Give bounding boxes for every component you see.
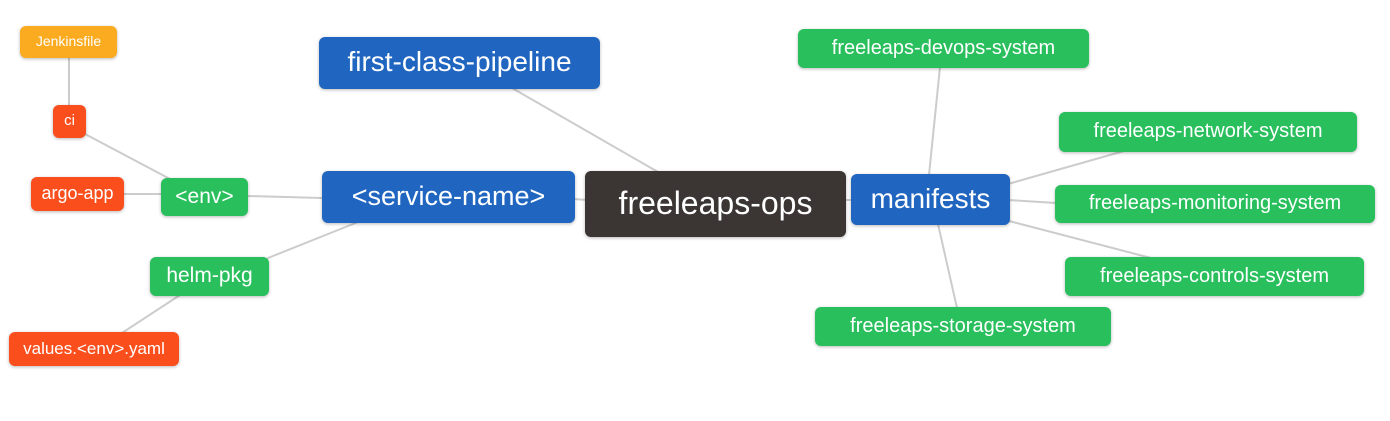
node-label: freeleaps-devops-system — [831, 36, 1056, 59]
edge-manifests-to-freeleaps-monitoring-system — [1007, 199, 1057, 204]
node-label: first-class-pipeline — [347, 46, 572, 77]
node-helm-pkg[interactable]: helm-pkg — [150, 257, 269, 296]
edge-manifests-to-freeleaps-controls-system — [1008, 220, 1152, 259]
node-label: Jenkinsfile — [35, 33, 102, 49]
edge-helm-pkg-to-values-env-yaml — [121, 294, 181, 334]
edge-manifests-to-freeleaps-storage-system — [937, 223, 958, 309]
edge-manifests-to-freeleaps-network-system — [1007, 150, 1125, 185]
node-label: freeleaps-storage-system — [850, 314, 1076, 337]
node-ci[interactable]: ci — [53, 105, 86, 138]
node-label: freeleaps-network-system — [1093, 120, 1323, 142]
node-service-name[interactable]: <service-name> — [322, 171, 575, 223]
node-label: freeleaps-ops — [618, 185, 813, 221]
edge-manifests-to-freeleaps-devops-system — [928, 66, 941, 176]
node-freeleaps-storage-system[interactable]: freeleaps-storage-system — [815, 307, 1111, 346]
node-argo-app[interactable]: argo-app — [31, 177, 124, 211]
node-label: freeleaps-monitoring-system — [1088, 192, 1342, 214]
node-label: manifests — [870, 182, 991, 214]
node-freeleaps-network-system[interactable]: freeleaps-network-system — [1059, 112, 1357, 152]
node-label: argo-app — [41, 183, 114, 203]
node-label: freeleaps-controls-system — [1100, 264, 1329, 287]
node-values-env-yaml[interactable]: values.<env>.yaml — [9, 332, 179, 366]
node-env[interactable]: <env> — [161, 178, 248, 216]
node-label: helm-pkg — [166, 264, 253, 287]
node-label: <env> — [175, 184, 234, 208]
node-freeleaps-devops-system[interactable]: freeleaps-devops-system — [798, 29, 1089, 68]
node-freeleaps-controls-system[interactable]: freeleaps-controls-system — [1065, 257, 1364, 296]
node-label: <service-name> — [351, 180, 546, 211]
node-label: values.<env>.yaml — [23, 338, 165, 358]
edge-service-name-to-helm-pkg — [267, 221, 359, 259]
node-label: ci — [64, 112, 75, 129]
node-jenkinsfile[interactable]: Jenkinsfile — [20, 26, 117, 58]
node-first-class-pipeline[interactable]: first-class-pipeline — [319, 37, 600, 89]
edge-first-class-pipeline-to-freeleaps-ops — [511, 87, 659, 173]
node-manifests[interactable]: manifests — [851, 174, 1010, 225]
node-freeleaps-ops[interactable]: freeleaps-ops — [585, 171, 846, 237]
node-freeleaps-monitoring-system[interactable]: freeleaps-monitoring-system — [1055, 185, 1375, 223]
edge-env-to-service-name — [247, 195, 323, 199]
edge-ci-to-env — [84, 133, 171, 180]
